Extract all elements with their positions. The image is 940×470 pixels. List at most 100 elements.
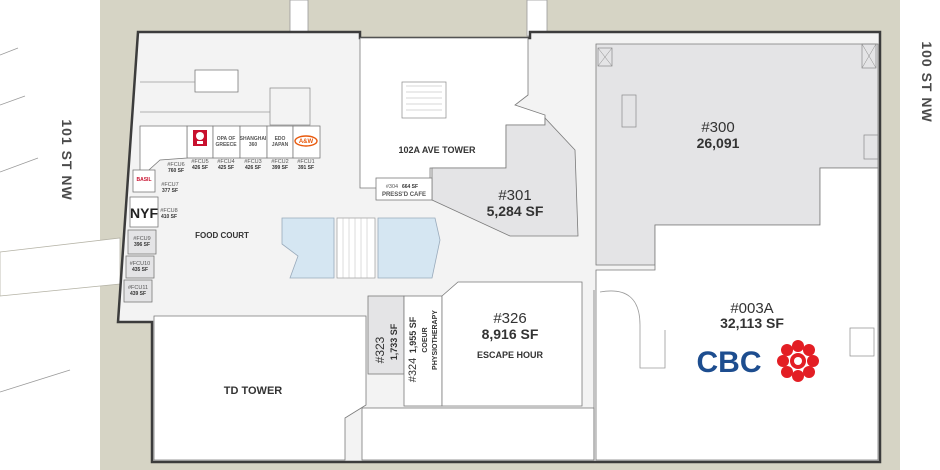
kfc-logo-icon [193,130,207,146]
unit-shanghai-name-1: SHANGHAI [240,136,267,142]
north-service-block-2 [269,87,311,126]
unit-fcu4-number: #FCU4 [217,159,234,165]
skylight-stair-lines [342,218,368,278]
unit-003a-detail [849,327,875,357]
unit-shanghai-name-2: 360 [249,142,258,148]
north-service-block [194,69,239,93]
unit-300-detail-2 [621,94,637,128]
escalator-curve [599,290,666,369]
left-road-line-3 [0,157,39,173]
left-road-line-1 [0,47,19,56]
unit-edo-name-2: JAPAN [272,142,289,148]
unit-fcu5-sf: 426 SF [192,165,208,171]
basil-logo: BASIL [137,177,152,183]
north-corridor-2 [526,0,548,37]
unit-301-sf: 5,284 SF [487,203,544,219]
unit-fcu7-sf: 377 SF [162,188,178,194]
left-road-line-2 [0,95,26,106]
unit-324-area[interactable] [403,295,443,407]
street-label-100st: 100 ST NW [919,41,935,122]
unit-fcu9-area[interactable] [127,229,157,255]
unit-fcu11-number: #FCU11 [128,285,148,291]
unit-304-number: #304 [386,184,398,190]
unit-003a-detail-2 [863,134,879,160]
unit-326-area[interactable] [441,281,583,407]
unit-nyf-area[interactable] [129,196,159,228]
unit-fcu10-sf: 435 SF [132,267,148,273]
unit-300-detail-3 [861,43,877,69]
unit-fcu1-sf: 391 SF [298,165,314,171]
unit-fcu3-number: #FCU3 [244,159,261,165]
ave-tower-core [401,81,447,119]
unit-fcu2-area[interactable] [266,125,294,159]
unit-323-sf: 1,733 SF [389,323,399,360]
unit-fcu7-number: #FCU7 [161,182,178,188]
unit-300-sf: 26,091 [697,135,740,151]
unit-003a-number: #003A [730,300,773,317]
td-tower-area [153,315,367,461]
skylight-left [281,217,335,279]
unit-300-x-1 [597,47,613,67]
unit-301-number: #301 [498,187,531,204]
unit-300-x-2 [861,43,877,69]
unit-324-tenant-1: COEUR [422,327,429,352]
unit-fcu9-sf: 396 SF [134,242,150,248]
unit-fcu8-sf: 410 SF [161,214,177,220]
unit-fcu5-number: #FCU5 [191,159,208,165]
skylight-stairs [336,217,376,279]
unit-003a-area[interactable] [595,167,879,461]
unit-fcu4-sf: 425 SF [218,165,234,171]
unit-fcu2-number: #FCU2 [271,159,288,165]
ave-tower-label: 102A AVE TOWER [398,145,476,155]
unit-fcu10-number: #FCU10 [130,261,150,267]
svg-text:A&W: A&W [299,139,314,145]
unit-304-sf: 664 SF [402,184,418,190]
unit-301-area[interactable] [431,116,579,237]
unit-304-area[interactable] [375,177,433,201]
unit-fcu11-area[interactable] [123,279,153,303]
unit-opa-name-2: GREECE [215,142,237,148]
unit-323-area[interactable] [367,295,405,375]
unit-003a-sf: 32,113 SF [720,315,784,331]
unit-326-tenant: ESCAPE HOUR [477,350,544,360]
south-corridor-block [361,407,595,461]
unit-fcu6-number: #FCU6 [167,162,184,168]
unit-edo-name-1: EDO [275,136,286,142]
unit-fcu3-area[interactable] [239,125,268,159]
unit-fcu3-sf: 426 SF [245,165,261,171]
unit-fcu6-area[interactable] [139,125,188,179]
unit-fcu11-sf: 439 SF [130,291,146,297]
unit-324-sf: 1,955 SF [408,316,418,353]
unit-basil-area[interactable] [132,169,156,193]
ave-tower-stairs [406,85,442,111]
unit-fcu4-area[interactable] [212,125,241,159]
skylight-right [377,217,441,279]
unit-324-tenant-2: PHYSIOTHERAPY [432,310,439,370]
left-road-line-4 [0,369,71,393]
right-block [900,0,940,470]
left-block [0,0,100,470]
unit-300-number: #300 [701,119,734,136]
nyf-logo: NYF [130,205,158,221]
north-service-line [140,81,270,113]
unit-324-number: #324 [407,358,419,382]
food-court-label: FOOD COURT [195,231,249,240]
unit-323-number: #323 [373,336,387,363]
unit-fcu1-number: #FCU1 [297,159,314,165]
unit-326-sf: 8,916 SF [482,326,539,342]
unit-fcu9-number: #FCU9 [133,236,150,242]
td-tower-label: TD TOWER [224,385,283,397]
aw-logo-icon: A&W [294,135,318,147]
cbc-logo-text: CBC [697,346,762,379]
unit-fcu10-area[interactable] [125,255,155,279]
unit-fcu6-sf: 760 SF [168,168,184,174]
unit-fcu2-sf: 399 SF [272,165,288,171]
unit-fcu8-number: #FCU8 [160,208,177,214]
unit-304-name: PRESS'D CAFE [382,192,426,198]
unit-opa-name-1: OPA OF [217,136,236,142]
unit-300-detail-1 [597,47,613,67]
unit-326-number: #326 [493,310,526,327]
street-label-101st: 101 ST NW [59,119,75,200]
north-corridor-1 [289,0,309,35]
